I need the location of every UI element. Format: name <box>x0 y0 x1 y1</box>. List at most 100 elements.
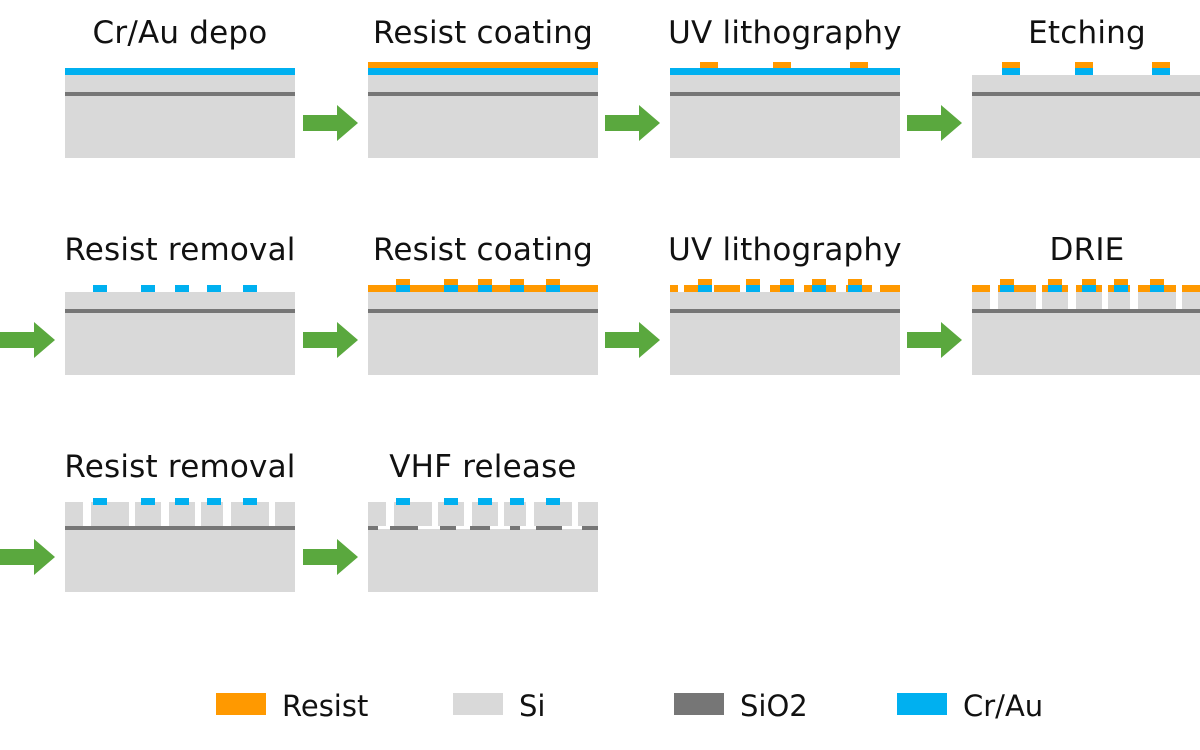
sio2-anchor <box>470 526 490 530</box>
step-title: Resist removal <box>64 449 296 485</box>
si-handle-wafer <box>670 75 900 158</box>
sio2-anchor <box>536 526 562 530</box>
cross-section-diagram <box>65 285 295 375</box>
drie-trench <box>1036 285 1042 309</box>
legend-swatch-cr-au <box>897 693 947 715</box>
right-arrow-icon <box>0 539 55 575</box>
step-etching: Etching <box>972 0 1200 160</box>
resist-pattern <box>700 62 718 68</box>
step-drie: DRIE <box>972 217 1200 377</box>
cross-section-diagram <box>972 279 1200 375</box>
right-arrow-icon <box>303 105 358 141</box>
drie-trench <box>1176 285 1182 309</box>
resist-pattern <box>850 62 868 68</box>
cross-section-diagram <box>65 498 295 592</box>
sio2-box-layer <box>368 309 598 313</box>
si-handle-wafer <box>368 529 598 592</box>
drie-trench <box>526 502 534 526</box>
step-title: Resist coating <box>372 232 594 268</box>
resist-pattern <box>1182 285 1200 292</box>
sio2-anchor <box>390 526 418 530</box>
resist-cap <box>546 279 560 285</box>
resist-pattern <box>820 285 836 292</box>
right-arrow-icon <box>907 105 962 141</box>
cross-section-diagram <box>972 62 1200 158</box>
cr-au-pad <box>93 285 107 292</box>
sio2-anchor <box>582 526 598 530</box>
cr-au-pad <box>478 498 492 505</box>
legend-swatch-sio2 <box>674 693 724 715</box>
si-device-layer <box>368 502 598 526</box>
cr-au-pad <box>1114 285 1128 292</box>
resist-pattern <box>880 285 900 292</box>
step-resist-removal-1: Resist removal <box>64 217 295 377</box>
cr-au-pad <box>207 285 221 292</box>
resist-cap <box>478 279 492 285</box>
sio2-anchor <box>368 526 378 530</box>
right-arrow-icon <box>303 322 358 358</box>
step-title: Cr/Au depo <box>92 15 268 51</box>
si-handle-wafer <box>368 292 598 375</box>
step-uv-lithography-1: UV lithography <box>668 0 902 160</box>
step-resist-removal-2: Resist removal <box>64 434 295 594</box>
drie-trench <box>195 502 201 526</box>
resist-cap <box>1000 279 1014 285</box>
drie-trench <box>386 502 394 526</box>
drie-trench <box>432 502 438 526</box>
cr-au-pad <box>780 285 794 292</box>
cr-au-pad <box>243 285 257 292</box>
cr-au-pad <box>546 285 560 292</box>
sio2-box-layer <box>65 309 295 313</box>
resist-cap <box>780 279 794 285</box>
sio2-box-layer <box>65 526 295 530</box>
cr-au-pad <box>1150 285 1164 292</box>
cr-au-pad <box>1075 68 1093 75</box>
cr-au-pad <box>1082 285 1096 292</box>
cross-section-diagram <box>65 68 295 158</box>
cr-au-pad <box>396 498 410 505</box>
resist-pattern <box>1152 62 1170 68</box>
step-title: Resist removal <box>64 232 296 268</box>
resist-cap <box>698 279 712 285</box>
sio2-anchor <box>510 526 520 530</box>
cr-au-pad <box>1000 285 1014 292</box>
cr-au-pad <box>444 498 458 505</box>
cr-au-pad <box>746 285 760 292</box>
resist-cap <box>848 279 862 285</box>
resist-pattern <box>670 285 678 292</box>
step-title: Etching <box>1028 15 1146 51</box>
resist-pattern <box>714 285 740 292</box>
drie-trench <box>1102 285 1108 309</box>
drie-trench <box>1130 285 1138 309</box>
drie-trench <box>269 502 275 526</box>
drie-trench <box>83 502 91 526</box>
sio2-box-layer <box>670 309 900 313</box>
step-uv-lithography-2: UV lithography <box>668 217 902 377</box>
resist-layer <box>368 62 598 68</box>
drie-trench <box>161 502 169 526</box>
step-cr-au-depo: Cr/Au depo <box>65 0 295 160</box>
step-title: DRIE <box>1049 232 1125 268</box>
drie-trench <box>498 502 504 526</box>
resist-cap <box>396 279 410 285</box>
right-arrow-icon <box>0 322 55 358</box>
drie-trench <box>129 502 135 526</box>
cr-au-pad <box>478 285 492 292</box>
cross-section-diagram <box>670 279 900 375</box>
cr-au-pad <box>848 285 862 292</box>
si-device-layer <box>65 502 295 526</box>
cr-au-pad <box>546 498 560 505</box>
resist-cap <box>444 279 458 285</box>
legend-swatch-si <box>453 693 503 715</box>
drie-trench <box>1068 285 1076 309</box>
right-arrow-icon <box>303 539 358 575</box>
cr-au-layer <box>368 68 598 75</box>
step-title: VHF release <box>389 449 577 485</box>
resist-cap <box>510 279 524 285</box>
resist-pattern <box>684 285 700 292</box>
cr-au-pad <box>207 498 221 505</box>
cr-au-pad <box>243 498 257 505</box>
legend-label: SiO2 <box>740 689 808 723</box>
resist-cap <box>1048 279 1062 285</box>
cr-au-layer <box>670 68 900 75</box>
